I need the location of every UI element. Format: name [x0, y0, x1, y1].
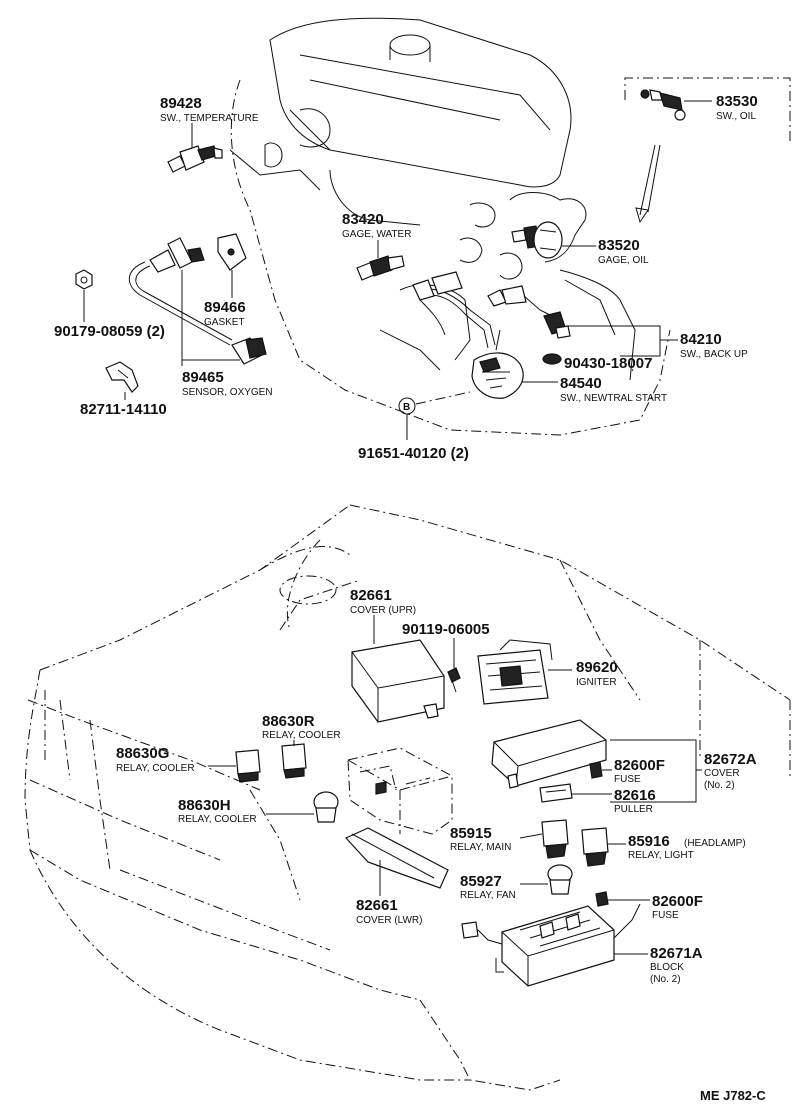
part-desc-82600f-upper: FUSE	[614, 774, 641, 785]
fuse-lower-icon	[595, 891, 609, 907]
cooler-relay-h-icon	[313, 791, 339, 823]
screw-icon	[447, 667, 461, 693]
part-desc-82671a: BLOCK	[650, 962, 684, 973]
back-up-switch-icon	[412, 271, 571, 349]
washer-icon	[542, 353, 562, 365]
part-number-90430: 90430-18007	[564, 355, 652, 372]
part-number-88630r: 88630R	[262, 713, 315, 730]
part-desc-84540: SW., NEWTRAL START	[560, 393, 667, 404]
part-number-82616: 82616	[614, 787, 656, 804]
main-relay-icon	[541, 819, 569, 859]
part-desc-89620: IGNITER	[576, 677, 617, 688]
part-number-82661-lower: 82661	[356, 897, 398, 914]
part-desc-83530: SW., OIL	[716, 111, 756, 122]
part-number-89465: 89465	[182, 369, 224, 386]
nut-icon	[75, 269, 93, 290]
part-desc-88630r: RELAY, COOLER	[262, 730, 341, 741]
part-number-88630g: 88630G	[116, 745, 169, 762]
part-number-89620: 89620	[576, 659, 618, 676]
igniter-icon	[477, 639, 553, 705]
water-gage-icon	[356, 255, 405, 281]
part-desc-88630g: RELAY, COOLER	[116, 763, 195, 774]
reference-b-label: B	[403, 402, 410, 413]
part-number-83530: 83530	[716, 93, 758, 110]
engine-block-illustration	[229, 17, 671, 436]
oil-switch-icon	[640, 89, 686, 121]
relay-cover-upper-icon	[351, 639, 445, 723]
cooler-relay-g-icon	[235, 749, 261, 783]
light-relay-icon	[581, 827, 609, 867]
part-desc-82672a: COVER	[704, 768, 740, 779]
part-number-88630h: 88630H	[178, 797, 231, 814]
part-number-82600f-lower: 82600F	[652, 893, 703, 910]
oil-gage-icon	[511, 221, 563, 259]
part-desc2-82671a: (No. 2)	[650, 974, 681, 985]
diagram-code: ME J782-C	[700, 1088, 766, 1103]
part-desc2-82672a: (No. 2)	[704, 780, 735, 791]
part-number-84210: 84210	[680, 331, 722, 348]
part-number-91651: 91651-40120 (2)	[358, 445, 469, 462]
part-number-82671a: 82671A	[650, 945, 703, 962]
part-number-82600f-upper: 82600F	[614, 757, 665, 774]
part-number-82672a: 82672A	[704, 751, 757, 768]
part-number-90119: 90119-06005	[402, 621, 490, 638]
part-number-85916: 85916	[628, 833, 670, 850]
part-number-83520: 83520	[598, 237, 640, 254]
part-desc-89465: SENSOR, OXYGEN	[182, 387, 273, 398]
part-desc-83420: GAGE, WATER	[342, 229, 411, 240]
part-desc-85927: RELAY, FAN	[460, 890, 516, 901]
part-number-89466: 89466	[204, 299, 246, 316]
part-number-85927: 85927	[460, 873, 502, 890]
temperature-switch-icon	[167, 145, 223, 173]
part-number-90179: 90179-08059 (2)	[54, 323, 165, 340]
part-note-85916: (HEADLAMP)	[684, 838, 746, 849]
part-desc-84210: SW., BACK UP	[680, 349, 748, 360]
part-desc-85916: RELAY, LIGHT	[628, 850, 694, 861]
part-desc-82600f-lower: FUSE	[652, 910, 679, 921]
part-number-84540: 84540	[560, 375, 602, 392]
clamp-icon	[105, 361, 139, 393]
relay-block-icon	[461, 903, 641, 987]
fuse-box-cover-icon	[491, 719, 607, 789]
part-number-85915: 85915	[450, 825, 492, 842]
part-desc-82661-upper: COVER (UPR)	[350, 605, 416, 616]
part-desc-82616: PULLER	[614, 804, 653, 815]
part-number-83420: 83420	[342, 211, 384, 228]
fan-relay-icon	[547, 864, 573, 895]
fuse-puller-icon	[539, 783, 573, 803]
part-number-82661-upper: 82661	[350, 587, 392, 604]
relay-block-outline	[347, 747, 453, 835]
vehicle-front-illustration	[24, 504, 791, 1091]
cooler-relay-r-icon	[281, 743, 307, 779]
relay-cover-lower-icon	[344, 827, 449, 889]
part-desc-88630h: RELAY, COOLER	[178, 814, 257, 825]
gasket-icon	[217, 233, 247, 271]
part-desc-83520: GAGE, OIL	[598, 255, 649, 266]
svg-text:": "	[630, 368, 634, 379]
oxygen-sensor-icon	[128, 237, 267, 365]
part-desc-89466: GASKET	[204, 317, 245, 328]
neutral-start-switch-icon	[471, 329, 524, 399]
fuse-icon	[589, 761, 603, 779]
part-desc-85915: RELAY, MAIN	[450, 842, 511, 853]
part-desc-82661-lower: COVER (LWR)	[356, 915, 422, 926]
part-desc-89428: SW., TEMPERATURE	[160, 113, 259, 124]
part-number-89428: 89428	[160, 95, 202, 112]
part-number-82711: 82711-14110	[80, 401, 167, 418]
